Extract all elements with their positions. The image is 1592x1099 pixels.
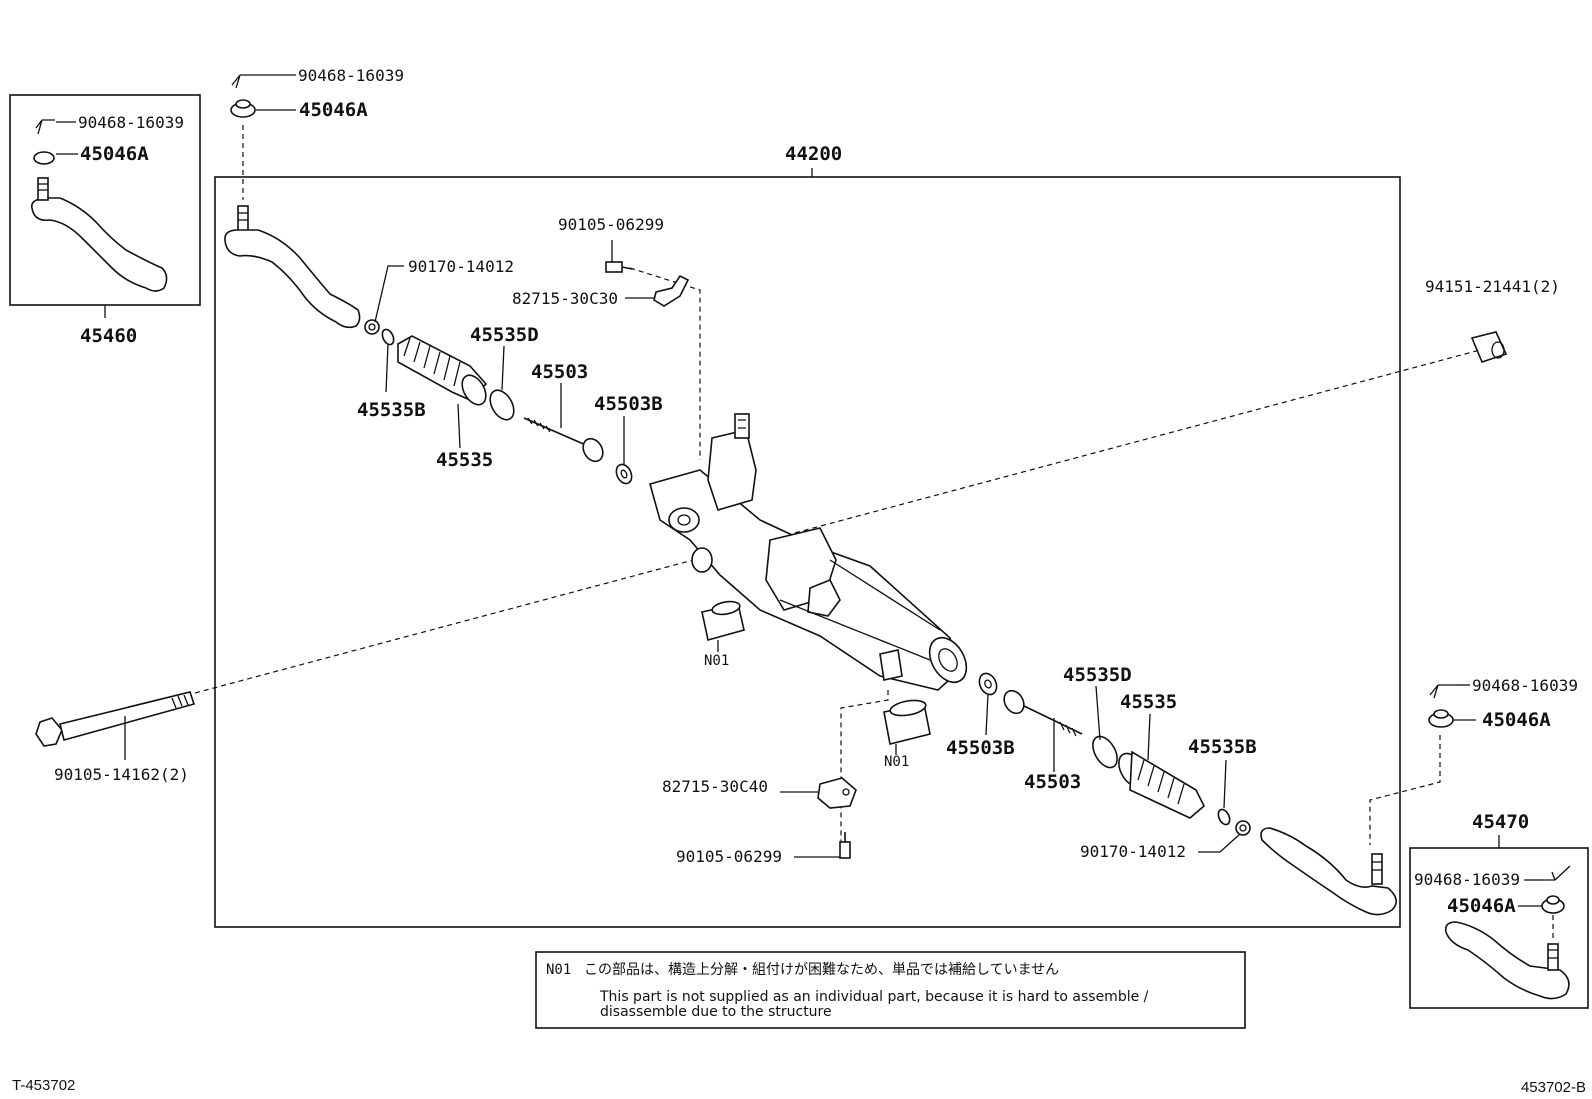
right-set-number: 45470: [1472, 811, 1529, 833]
lower-bolt-icon: [839, 832, 851, 859]
left-clamp-icon: [364, 319, 380, 335]
right-box-tie-rod-end-icon: [1444, 921, 1570, 1000]
lower-bolt-label: 90105-06299: [676, 847, 782, 866]
right-boot-clip-d-icon: [1092, 735, 1118, 769]
right-boot-icon: [1118, 750, 1205, 819]
right-boot-clip-b-label: 45535B: [1188, 736, 1257, 758]
steering-rack-housing-icon: [649, 413, 968, 691]
mount-bolt-axis: [194, 349, 1481, 694]
upper-bolt-label: 90105-06299: [558, 215, 664, 234]
left-boot-clip-b-icon: [381, 328, 395, 346]
left-tie-rod-icon: [523, 417, 604, 463]
right-clamp-icon: [1235, 820, 1251, 836]
left-tie-rod-end-icon: [224, 205, 361, 329]
left-washer-label: 45503B: [594, 393, 663, 415]
right-box-cap-label: 45046A: [1447, 895, 1516, 917]
footer-left-code: T-453702: [12, 1077, 75, 1094]
left-boot-label: 45535: [436, 449, 493, 471]
right-box-clip-label: 90468-16039: [1414, 870, 1520, 889]
note-code: N01: [546, 962, 571, 978]
right-box-cap-nut-icon: [1541, 895, 1565, 914]
lower-bracket-axis: [840, 690, 889, 850]
lower-bracket-label: 82715-30C40: [662, 777, 768, 796]
left-n01-bushing-icon: [701, 600, 745, 641]
right-clip-label: 90468-16039: [1472, 676, 1578, 695]
lower-bracket-icon: [817, 777, 857, 809]
note-english-line1: This part is not supplied as an individu…: [599, 989, 1149, 1005]
right-box-clip-icon: [1540, 865, 1571, 881]
left-boot-icon: [397, 335, 488, 406]
mount-bushing-label: 94151-21441(2): [1425, 277, 1560, 296]
note-english-line2: disassemble due to the structure: [600, 1004, 832, 1020]
left-tie-rod-label: 45503: [531, 361, 588, 383]
left-set-number: 45460: [80, 325, 137, 347]
note-japanese: この部品は、構造上分解・組付けが困難なため、単品では補給していません: [584, 962, 1059, 978]
right-washer-icon: [978, 672, 998, 696]
mount-bolt-label: 90105-14162(2): [54, 765, 189, 784]
left-n01-label: N01: [704, 653, 729, 669]
right-cap-nut-icon: [1428, 709, 1454, 728]
right-washer-label: 45503B: [946, 737, 1015, 759]
leader-lines: [56, 74, 1542, 907]
upper-bracket-icon: [653, 274, 690, 307]
assembly-number: 44200: [785, 143, 842, 165]
right-clip-icon: [1429, 684, 1456, 699]
right-clamp-label: 90170-14012: [1080, 842, 1186, 861]
left-boot-clip-d-label: 45535D: [470, 324, 539, 346]
top-cap-nut-icon: [230, 99, 256, 118]
left-clamp-label: 90170-14012: [408, 257, 514, 276]
right-tie-rod-icon: [1003, 689, 1083, 737]
left-boot-clip-d-icon: [489, 389, 515, 421]
upper-bracket-axis: [629, 267, 701, 460]
left-box-cap-label: 45046A: [80, 143, 149, 165]
right-n01-label: N01: [884, 754, 909, 770]
left-box-tie-rod-end-icon: [30, 119, 168, 292]
top-cap-label: 45046A: [299, 99, 368, 121]
top-clip-icon: [231, 74, 256, 89]
footer-right-code: 453702-B: [1521, 1079, 1586, 1096]
left-boot-clip-b-label: 45535B: [357, 399, 426, 421]
top-clip-label: 90468-16039: [298, 66, 404, 85]
rack-assembly-box: [214, 176, 1401, 928]
upper-bolt-icon: [605, 261, 633, 273]
right-boot-clip-d-label: 45535D: [1063, 664, 1132, 686]
right-cap-label: 45046A: [1482, 709, 1551, 731]
housing-bushing-icon: [879, 649, 903, 681]
left-box-clip-label: 90468-16039: [78, 113, 184, 132]
mount-bolt-icon: [35, 691, 196, 747]
right-tie-rod-end-icon: [1260, 827, 1397, 916]
note-box: [535, 951, 1246, 1029]
upper-bracket-label: 82715-30C30: [512, 289, 618, 308]
right-boot-clip-b-icon: [1217, 808, 1231, 826]
left-washer-icon: [615, 463, 633, 485]
right-cap-axis: [1369, 735, 1441, 845]
right-tie-rod-label: 45503: [1024, 771, 1081, 793]
right-n01-bushing-icon: [883, 699, 931, 745]
mount-bushing-icon: [1470, 331, 1508, 363]
right-boot-label: 45535: [1120, 691, 1177, 713]
